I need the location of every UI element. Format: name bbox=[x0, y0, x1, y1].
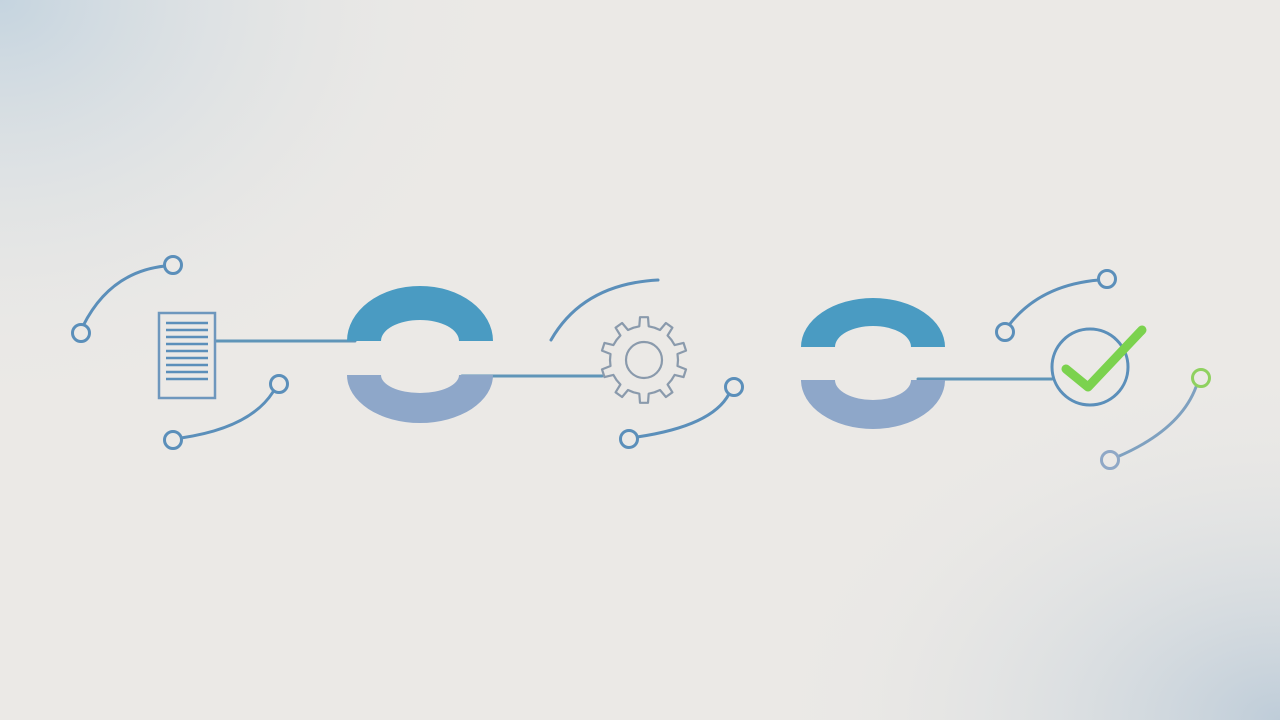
circuit-curve bbox=[179, 390, 275, 440]
circuit-node bbox=[619, 429, 639, 449]
open-ring-icon bbox=[347, 286, 493, 423]
circuit-node bbox=[269, 374, 289, 394]
circuit-curve bbox=[1115, 385, 1198, 459]
circuit-node bbox=[1100, 450, 1120, 470]
circuit-node bbox=[995, 322, 1015, 342]
circuit-curve bbox=[635, 392, 731, 439]
circuit-node bbox=[163, 255, 183, 275]
circuit-curve bbox=[81, 264, 167, 328]
circuit-curve bbox=[549, 278, 660, 342]
circuit-node bbox=[163, 430, 183, 450]
ring-top-half bbox=[801, 298, 945, 347]
gear-icon bbox=[600, 316, 688, 404]
ring-bottom-half bbox=[347, 375, 493, 423]
circuit-node bbox=[724, 377, 744, 397]
circuit-node bbox=[71, 323, 91, 343]
ring-top-half bbox=[347, 286, 493, 341]
circuit-curves bbox=[71, 255, 1117, 450]
circuit-curve bbox=[1007, 278, 1101, 327]
open-ring-icon bbox=[801, 298, 945, 429]
checkmark-icon bbox=[1050, 325, 1147, 407]
circuit-node bbox=[1097, 269, 1117, 289]
success-node bbox=[1191, 368, 1211, 388]
ring-bottom-half bbox=[801, 380, 945, 429]
document-icon bbox=[157, 311, 217, 400]
